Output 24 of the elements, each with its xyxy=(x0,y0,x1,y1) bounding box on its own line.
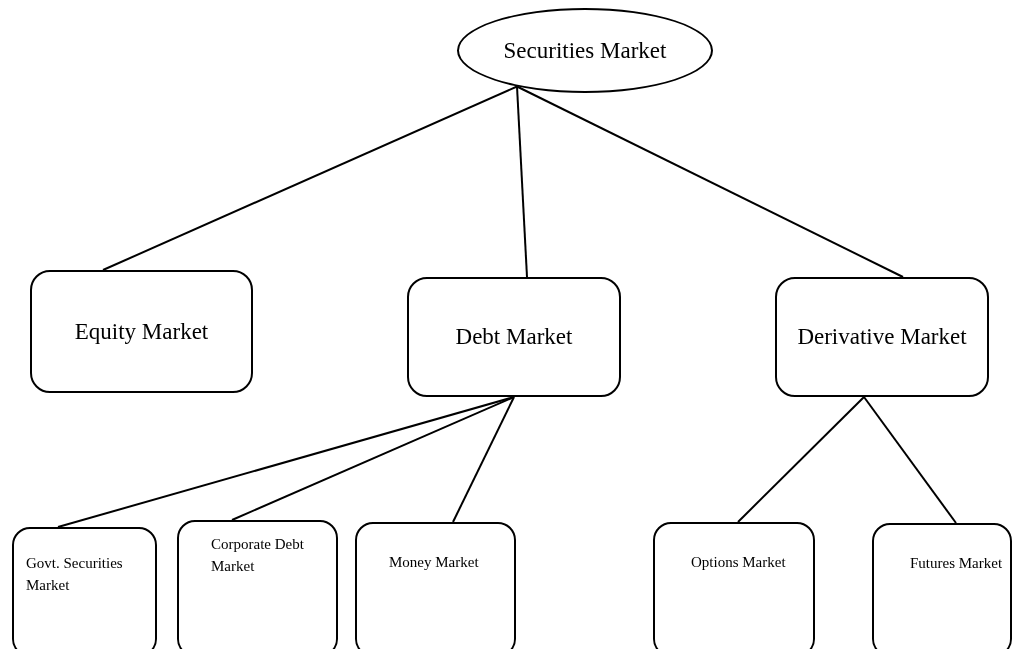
market-box xyxy=(407,277,621,397)
connector-line xyxy=(863,396,957,524)
node-label: Money Market xyxy=(389,553,480,572)
market-box xyxy=(872,523,1012,649)
node-label: Equity Market xyxy=(74,317,209,346)
market-box xyxy=(653,522,815,649)
connector-line xyxy=(737,396,865,523)
connector-line xyxy=(516,85,528,278)
connector-line xyxy=(231,396,515,521)
market-box xyxy=(177,520,338,649)
market-box xyxy=(355,522,516,649)
node-label: Govt. Securities Market xyxy=(26,554,124,595)
node-label: Futures Market xyxy=(910,554,1004,573)
market-box xyxy=(775,277,989,397)
market-box xyxy=(12,527,157,649)
connector-line xyxy=(516,85,904,278)
market-box xyxy=(30,270,253,393)
node-label: Debt Market xyxy=(455,323,573,352)
connector-line xyxy=(102,85,518,271)
node-label: Corporate Debt Market xyxy=(211,535,305,576)
node-label: Securities Market xyxy=(503,36,667,65)
node-label: Derivative Market xyxy=(797,323,967,352)
node-label: Options Market xyxy=(691,553,787,572)
connector-line xyxy=(452,396,515,523)
